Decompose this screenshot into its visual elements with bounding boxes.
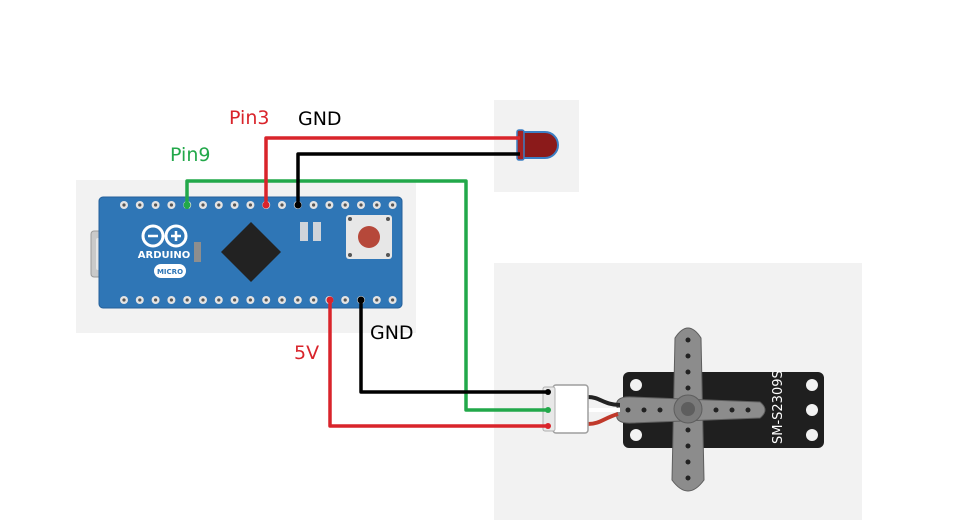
- label-pin3: Pin3: [229, 107, 269, 129]
- header-pin-hole: [154, 203, 158, 207]
- label-gnd-servo: GND: [370, 322, 414, 344]
- servo-model-label: SM-S2309S: [771, 370, 786, 444]
- arduino-micro-board: ARDUINO MICRO: [90, 196, 403, 309]
- led-body: [519, 131, 559, 159]
- header-pin-hole: [296, 298, 300, 302]
- header-pin-hole: [375, 203, 379, 207]
- board-model: MICRO: [157, 268, 183, 276]
- microcontroller-chip: [221, 222, 281, 282]
- header-pin-hole: [169, 298, 173, 302]
- wire-endpoints: [183, 201, 551, 429]
- servo-connector: [552, 384, 589, 434]
- header-pin-hole: [391, 298, 395, 302]
- header-pin-hole: [327, 203, 331, 207]
- header-pin-hole: [154, 298, 158, 302]
- capacitor: [194, 242, 201, 262]
- header-pin-hole: [169, 203, 173, 207]
- header-pin-hole: [280, 203, 284, 207]
- header-pin-hole: [185, 298, 189, 302]
- header-pin-hole: [343, 203, 347, 207]
- header-pin-hole: [233, 203, 237, 207]
- header-pin-hole: [375, 298, 379, 302]
- header-pin-hole: [233, 298, 237, 302]
- header-pin-hole: [343, 298, 347, 302]
- header-pin-hole: [122, 203, 126, 207]
- label-pin9: Pin9: [170, 144, 210, 166]
- header-pin-hole: [264, 298, 268, 302]
- servo-horn: [616, 327, 766, 492]
- label-gnd-led: GND: [298, 108, 342, 130]
- black-wire-servo-gnd: [359, 300, 548, 394]
- header-pin-hole: [248, 298, 252, 302]
- header-pin-hole: [248, 203, 252, 207]
- header-pin-hole: [391, 203, 395, 207]
- header-pin-hole: [217, 203, 221, 207]
- green-wire-pin9: [185, 179, 548, 412]
- model-badge: [154, 264, 186, 278]
- header-pin-hole: [201, 203, 205, 207]
- header-pin-hole: [312, 203, 316, 207]
- header-pin-hole: [122, 298, 126, 302]
- arduino-logo: [141, 224, 188, 248]
- red-wire-pin3: [264, 136, 520, 205]
- red-wire-5v: [328, 300, 548, 428]
- header-pin-hole: [138, 203, 142, 207]
- label-5v: 5V: [294, 342, 319, 364]
- header-pin-hole: [280, 298, 284, 302]
- header-pin-hole: [312, 298, 316, 302]
- servo-motor: SM-S2309S: [542, 327, 824, 492]
- black-wire-led-gnd: [296, 152, 520, 205]
- reset-button-cap: [358, 226, 380, 248]
- header-pin-hole: [201, 298, 205, 302]
- header-pin-hole: [217, 298, 221, 302]
- header-pin-hole: [359, 203, 363, 207]
- board-brand: ARDUINO: [138, 250, 190, 261]
- header-pin-hole: [138, 298, 142, 302]
